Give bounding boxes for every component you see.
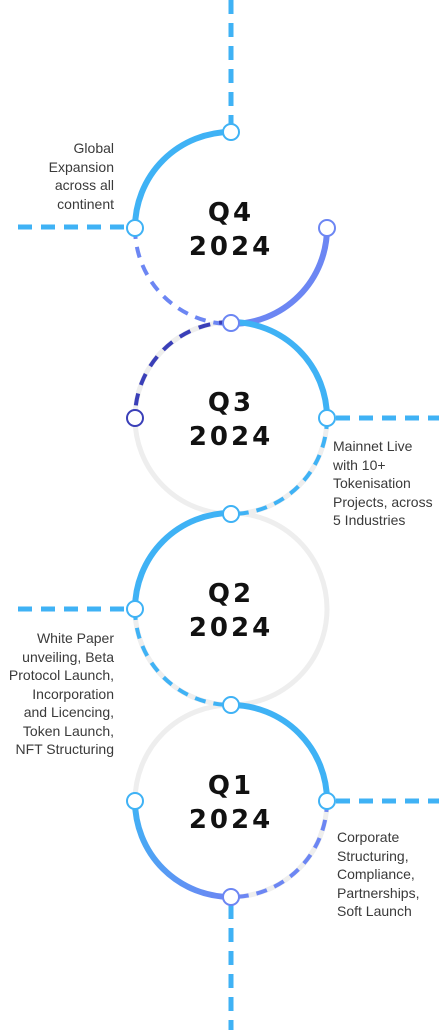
q3-left-node bbox=[126, 409, 144, 427]
q4-top-node bbox=[222, 123, 240, 141]
q3-label: Q3 2024 bbox=[171, 386, 291, 454]
q4-year: 2024 bbox=[188, 232, 274, 262]
q4-milestone-text: Global Expansion across all continent bbox=[48, 140, 114, 212]
q3-milestone-text: Mainnet Live with 10+ Tokenisation Proje… bbox=[333, 438, 433, 528]
q3-top-node bbox=[222, 314, 240, 332]
q1-right-node bbox=[318, 792, 336, 810]
q2-dashed-arc bbox=[133, 608, 232, 707]
q2-year: 2024 bbox=[188, 613, 274, 643]
q4-left-node bbox=[126, 219, 144, 237]
q1-solid-arc-left bbox=[132, 798, 234, 900]
q2-milestone-text: White Paper unveiling, Beta Protocol Lau… bbox=[8, 630, 114, 757]
q4-dashed-arc bbox=[133, 227, 232, 326]
q2-top-node bbox=[222, 505, 240, 523]
q3-dashed-arc bbox=[230, 417, 329, 516]
q1-dashed-arc bbox=[230, 800, 329, 899]
q2-label: Q2 2024 bbox=[171, 577, 291, 645]
q1-year: 2024 bbox=[188, 805, 274, 835]
q3-year: 2024 bbox=[188, 422, 274, 452]
q3-solid-arc bbox=[228, 319, 330, 421]
q2-quarter: Q2 bbox=[207, 579, 255, 609]
q1-quarter: Q1 bbox=[207, 771, 255, 801]
q3-right-node bbox=[318, 409, 336, 427]
q1-label: Q1 2024 bbox=[171, 769, 291, 837]
q1-milestone-text: Corporate Structuring, Compliance, Partn… bbox=[337, 829, 420, 919]
q4-tail-node bbox=[318, 219, 336, 237]
q3-quarter: Q3 bbox=[207, 388, 255, 418]
q4-solid-arc bbox=[132, 129, 234, 231]
q2-left-node bbox=[126, 600, 144, 618]
q4-quarter: Q4 bbox=[207, 198, 255, 228]
q1-top-node bbox=[222, 696, 240, 714]
q3-dashed-arc-top bbox=[133, 320, 232, 419]
q1-left-node bbox=[126, 792, 144, 810]
q1-solid-arc bbox=[228, 702, 330, 804]
q1-bottom-node bbox=[222, 888, 240, 906]
q4-label: Q4 2024 bbox=[171, 196, 291, 264]
q2-solid-arc bbox=[132, 510, 234, 612]
